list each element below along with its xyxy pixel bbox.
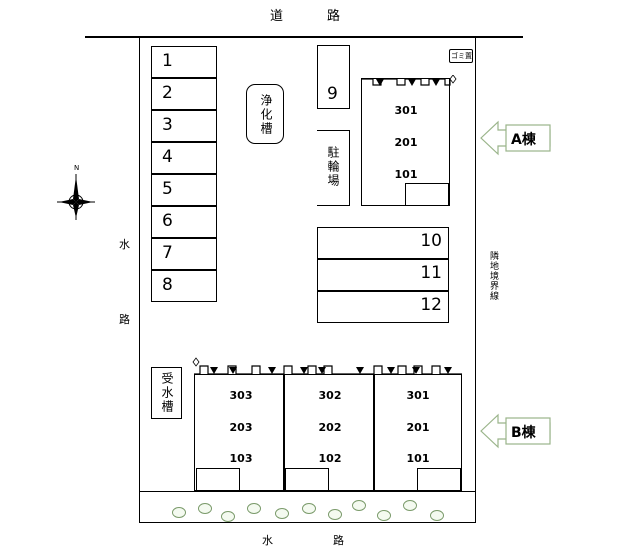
building-b-callout: B棟 [480, 413, 552, 449]
building-b-marker-8 [412, 367, 420, 374]
parking-slot-10: 10 [317, 227, 449, 259]
building-b-door-3 [417, 468, 461, 491]
compass-icon: N [55, 162, 97, 222]
room-b-301: 301 [406, 389, 430, 402]
room-b-201: 201 [406, 421, 430, 434]
tree-icon [172, 507, 186, 518]
parking-slot-3: 3 [151, 110, 217, 142]
waterway-bottom-left: 水 [262, 534, 273, 547]
parking-slot-1: 1 [151, 46, 217, 78]
tree-icon [302, 503, 316, 514]
building-b-marker-9 [444, 367, 452, 374]
room-b-302: 302 [318, 389, 342, 402]
road-top-label: 道 路 [270, 9, 347, 24]
building-b-divider-1 [283, 374, 285, 491]
svg-text:N: N [74, 164, 79, 172]
tree-icon [198, 503, 212, 514]
garbage-station: ゴミ置 [449, 49, 473, 63]
room-b-102: 102 [318, 452, 342, 465]
parking-slot-11: 11 [317, 259, 449, 291]
building-b-divider-2 [373, 374, 375, 491]
building-b-door-2 [285, 468, 329, 491]
tree-icon [247, 503, 261, 514]
tree-icon [275, 508, 289, 519]
septic-tank: 浄化槽 [246, 84, 284, 144]
tree-icon [430, 510, 444, 521]
room-b-203: 203 [229, 421, 253, 434]
room-b-103: 103 [229, 452, 253, 465]
room-a-101: 101 [394, 168, 418, 181]
building-a-marker-2 [408, 79, 416, 86]
property-boundary [139, 36, 476, 523]
building-a-marker-1 [376, 79, 384, 86]
building-b-marker-3 [268, 367, 276, 374]
building-b-label: B棟 [511, 425, 536, 441]
tree-icon [352, 500, 366, 511]
parking-slot-6: 6 [151, 206, 217, 238]
building-b-marker-4 [300, 367, 308, 374]
bottom-strip-line [140, 491, 475, 492]
parking-slot-5: 5 [151, 174, 217, 206]
building-a-label: A棟 [511, 132, 536, 148]
building-b-marker-5 [318, 367, 326, 374]
building-b-marker-7 [387, 367, 395, 374]
building-b-balcony-notches [188, 356, 463, 376]
boundary-label: 隣地境界線 [488, 251, 498, 301]
tree-icon [377, 510, 391, 521]
room-b-303: 303 [229, 389, 253, 402]
parking-slot-9: 9 [317, 45, 350, 109]
room-a-301: 301 [394, 104, 418, 117]
building-b-marker-2 [229, 367, 237, 374]
building-b-door-1 [196, 468, 240, 491]
building-a-marker-3 [432, 79, 440, 86]
room-a-201: 201 [394, 136, 418, 149]
parking-slot-7: 7 [151, 238, 217, 270]
building-b-marker-6 [356, 367, 364, 374]
tree-icon [221, 511, 235, 522]
room-b-202: 202 [318, 421, 342, 434]
building-b-marker-1 [210, 367, 218, 374]
room-b-101: 101 [406, 452, 430, 465]
building-a-callout: A棟 [480, 120, 552, 156]
building-a-door [405, 183, 449, 206]
septic-tank-label: 浄化槽 [259, 94, 273, 136]
parking-slot-4: 4 [151, 142, 217, 174]
parking-slot-12: 12 [317, 291, 449, 323]
waterway-left-top: 水 [119, 238, 130, 251]
tree-icon [403, 500, 417, 511]
bike-parking: 駐輪場 [317, 130, 350, 206]
waterway-left-bottom: 路 [119, 313, 130, 326]
waterway-bottom-right: 路 [333, 534, 344, 547]
water-tank: 受水槽 [151, 367, 182, 419]
water-tank-label: 受水槽 [160, 372, 174, 414]
tree-icon [328, 509, 342, 520]
parking-slot-8: 8 [151, 270, 217, 302]
bike-parking-label: 駐輪場 [326, 146, 340, 188]
parking-slot-2: 2 [151, 78, 217, 110]
